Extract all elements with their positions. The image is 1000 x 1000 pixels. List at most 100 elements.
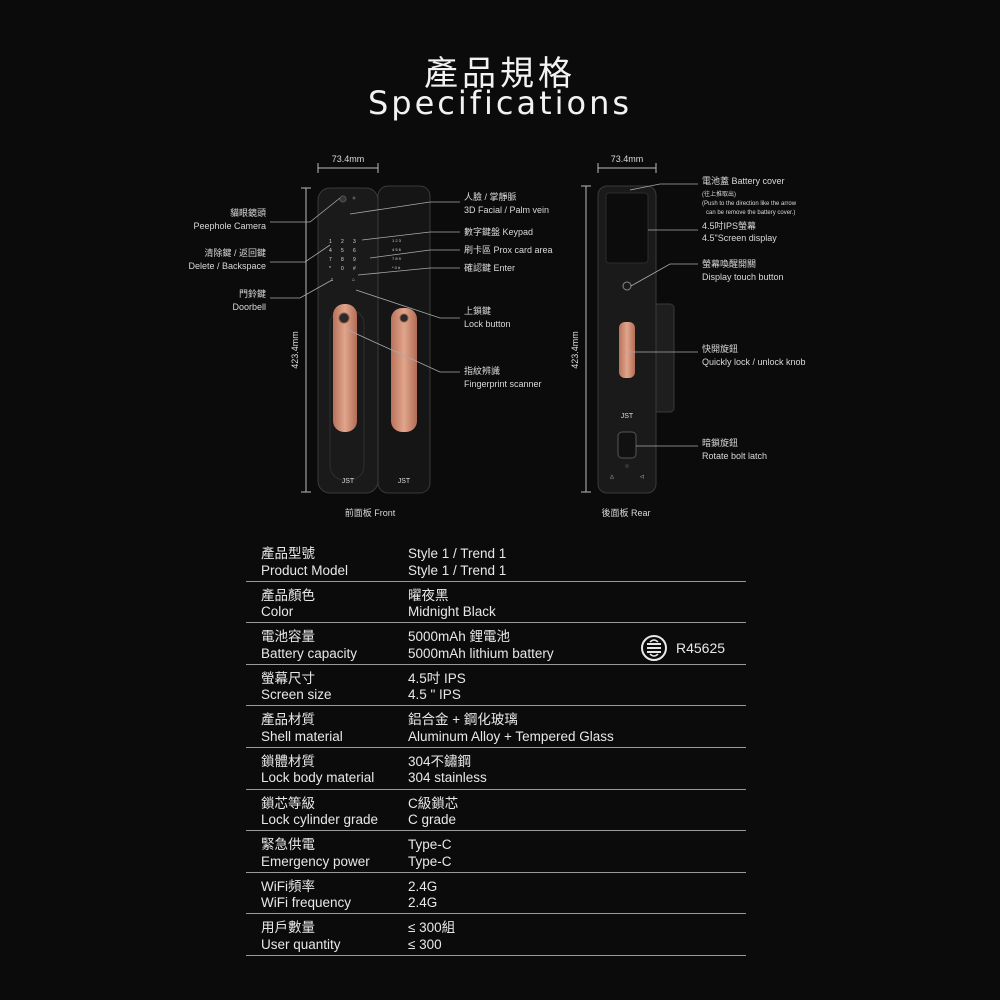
rear-lock-panel: JST △ ◁ [597,185,675,494]
svg-text:◁: ◁ [640,474,644,480]
spec-value-zh: 曜夜黑 [408,587,449,603]
callout-peephole-zh: 貓眼鏡頭 [230,207,266,218]
page-title-zh: 產品規格 [424,54,576,94]
spec-value-zh: 鋁合金 + 鋼化玻璃 [408,712,518,728]
spec-value-en: 2.4G [408,895,438,911]
spec-value-en: Style 1 / Trend 1 [408,562,507,578]
front-lock-side: 1 2 34 5 6 7 8 9* 0 # JST [377,185,431,494]
spec-label-en: Emergency power [261,853,370,869]
rear-height-dimension [581,185,591,493]
spec-value-en: 5000mAh lithium battery [408,645,554,661]
callout-face-en: 3D Facial / Palm vein [464,205,549,215]
spec-label-en: User quantity [261,936,341,952]
callout-doorbell-zh: 門鈴鍵 [239,288,266,299]
callout-latch-en: Rotate bolt latch [702,451,767,461]
spec-value-zh: 304不鏽鋼 [408,753,472,769]
svg-text:* 0 #: * 0 # [392,265,401,270]
svg-text:⌂: ⌂ [352,277,355,283]
spec-label-en: Color [261,604,294,620]
svg-text:3: 3 [353,239,356,245]
spec-value-zh: Style 1 / Trend 1 [408,546,507,561]
callout-screen-zh: 4.5吋IPS螢幕 [702,220,756,231]
rear-logo: JST [621,413,634,420]
spec-label-en: Lock body material [261,770,375,786]
callout-doorbell-en: Doorbell [232,302,266,312]
svg-text:1 2 3: 1 2 3 [392,238,402,243]
svg-text:0: 0 [341,266,344,272]
svg-text:*: * [329,266,331,272]
spec-value-zh: C級鎖芯 [408,795,459,811]
callout-lock-zh: 上鎖鍵 [464,305,491,316]
callout-touch-zh: 螢幕喚醒開關 [702,258,756,269]
svg-text:6: 6 [353,248,356,254]
front-width-label: 73.4mm [332,154,365,164]
callout-latch-zh: 暗鎖旋鈕 [702,437,738,448]
spec-value-zh: ≤ 300組 [408,920,456,936]
spec-label-zh: 鎖芯等級 [261,795,315,811]
svg-text:4: 4 [329,248,332,254]
spec-value-zh: 4.5吋 IPS [408,670,466,686]
spec-label-zh: WiFi頻率 [261,878,315,894]
front-height-label: 423.4mm [290,331,300,369]
spec-label-en: WiFi frequency [261,895,352,911]
spec-label-zh: 用戶數量 [261,920,315,936]
front-height-dimension [301,187,311,493]
bsmi-certification-mark-icon [641,635,667,661]
spec-label-zh: 緊急供電 [261,837,315,853]
svg-text:5: 5 [341,248,344,254]
spec-value-en: C grade [408,812,457,828]
callout-battery-note1: (往上推取出) [702,190,736,198]
spec-value-en: ≤ 300 [408,936,442,952]
spec-value-en: Aluminum Alloy + Tempered Glass [408,728,614,744]
spec-label-en: Lock cylinder grade [261,812,379,828]
callout-battery-note2: (Push to the direction like the arrow [702,201,797,207]
spec-value-zh: 5000mAh 鋰電池 [408,629,511,645]
spec-label-zh: 螢幕尺寸 [261,670,315,686]
rear-caption: 後面板 Rear [601,507,650,518]
callout-knob-zh: 快開旋鈕 [702,343,738,354]
svg-text:1: 1 [329,239,332,245]
svg-text:4 5 6: 4 5 6 [392,247,402,252]
spec-value-en: Type-C [408,853,452,869]
spec-label-zh: 電池容量 [261,629,315,645]
callout-delete-zh: 清除鍵 / 返回鍵 [204,247,266,258]
spec-label-zh: 鎖體材質 [261,753,315,769]
front-width-dimension [317,163,379,173]
callout-face-zh: 人臉 / 掌靜脈 [464,191,517,202]
callout-keypad: 數字鍵盤 Keypad [464,226,533,237]
page-title-en: Specifications [367,84,633,122]
rear-width-label: 73.4mm [611,154,644,164]
svg-text:△: △ [610,474,614,480]
spec-label-zh: 產品顏色 [261,587,315,603]
svg-text:7 8 9: 7 8 9 [392,256,402,261]
spec-value-en: Midnight Black [408,604,496,620]
callout-fingerprint-zh: 指紋辨識 [464,365,500,376]
callout-battery-cover: 電池蓋 Battery cover [702,175,785,186]
svg-text:7: 7 [329,257,332,263]
rear-height-label: 423.4mm [570,331,580,369]
svg-text:#: # [353,266,356,272]
spec-label-en: Product Model [261,562,349,578]
callout-fingerprint-en: Fingerprint scanner [464,379,542,389]
spec-value-en: 304 stainless [408,770,487,786]
svg-text:8: 8 [341,257,344,263]
spec-label-zh: 產品材質 [261,712,315,728]
certification-code: R45625 [676,640,726,656]
spec-label-zh: 產品型號 [261,546,315,561]
spec-label-en: Screen size [261,687,332,703]
callout-delete-en: Delete / Backspace [188,261,266,271]
callout-touch-en: Display touch button [702,272,784,282]
front-caption: 前面板 Front [345,507,396,518]
